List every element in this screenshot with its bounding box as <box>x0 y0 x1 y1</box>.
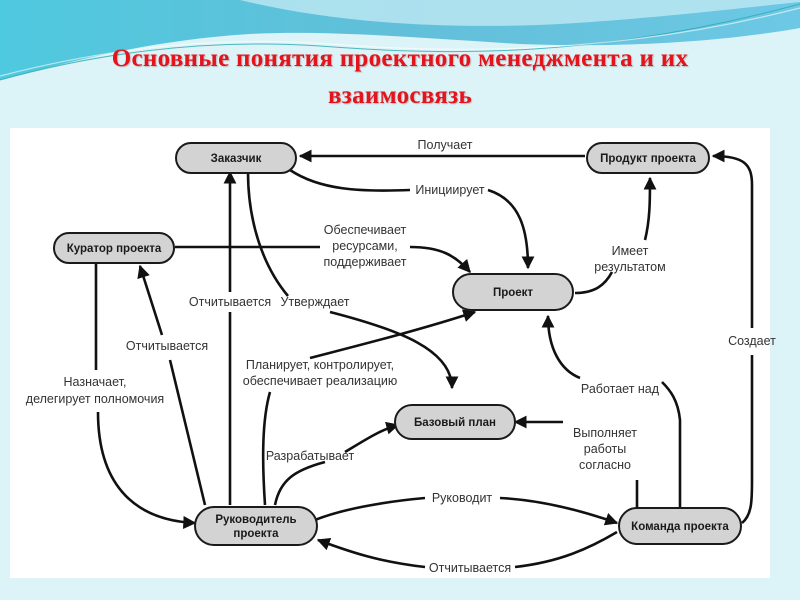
edge-plans-controls <box>261 312 475 506</box>
node-label: Продукт проекта <box>600 153 696 165</box>
edge-label-assigns-1: Назначает, <box>64 375 127 389</box>
edge-label-provides-2: ресурсами, <box>332 239 397 253</box>
edge-label-plans-1: Планирует, контролирует, <box>246 358 394 372</box>
node-label: Проект <box>493 287 533 299</box>
edge-manager-reports-sponsor <box>140 266 207 506</box>
edge-initiates <box>289 168 528 268</box>
edge-label-manager-reports-customer: Отчитывается <box>189 295 271 309</box>
edge-label-has-result-2: результатом <box>594 260 665 274</box>
header-wave-line <box>0 7 800 77</box>
edge-provides-resources <box>175 245 470 272</box>
edge-label-creates: Создает <box>728 334 776 348</box>
node-label: Команда проекта <box>631 521 729 533</box>
edge-label-initiates: Инициирует <box>415 183 484 197</box>
slide-title-line-2: взаимосвязь <box>327 82 472 109</box>
edge-label-provides-1: Обеспечивает <box>324 223 407 237</box>
edge-team-reports-manager <box>318 532 618 569</box>
edge-label-manager-reports-sponsor: Отчитывается <box>126 339 208 353</box>
edge-executes-per <box>515 422 639 510</box>
edge-assigns <box>94 262 195 523</box>
node-project[interactable]: Проект <box>452 273 574 311</box>
edge-label-provides-3: поддерживает <box>324 255 407 269</box>
edge-label-receives: Получает <box>418 138 473 152</box>
node-team[interactable]: Команда проекта <box>618 507 742 545</box>
edge-label-has-result-1: Имеет <box>612 244 649 258</box>
edge-label-leads: Руководит <box>432 491 493 505</box>
edge-label-team-reports-manager: Отчитывается <box>429 561 511 575</box>
node-label: Куратор проекта <box>67 243 162 255</box>
edge-label-executes-1: Выполняет <box>573 426 637 440</box>
slide-title: Основные понятия проектного менеджмента … <box>0 40 800 114</box>
node-sponsor[interactable]: Куратор проекта <box>53 232 175 264</box>
slide-title-line-1: Основные понятия проектного менеджмента … <box>111 45 689 72</box>
edge-has-result <box>574 178 650 295</box>
edge-label-executes-3: согласно <box>579 458 631 472</box>
node-customer[interactable]: Заказчик <box>175 142 297 174</box>
node-label-line-1: Руководитель <box>215 514 296 526</box>
header-wave-light <box>240 0 800 26</box>
header-wave-line <box>0 3 800 81</box>
node-label: Заказчик <box>211 153 262 165</box>
edge-label-assigns-2: делегирует полномочия <box>26 392 164 406</box>
node-baseline[interactable]: Базовый план <box>394 404 516 440</box>
edge-approves <box>246 171 452 388</box>
node-label: Базовый план <box>414 417 496 429</box>
node-product[interactable]: Продукт проекта <box>586 142 710 174</box>
edge-leads <box>314 496 617 523</box>
edge-label-develops: Разрабатывает <box>266 449 355 463</box>
node-label-line-2: проекта <box>233 528 279 540</box>
edge-label-plans-2: обеспечивает реализацию <box>243 374 398 388</box>
edge-label-executes-2: работы <box>584 442 626 456</box>
edge-creates <box>713 156 754 525</box>
edge-label-approves: Утверждает <box>281 295 350 309</box>
node-manager[interactable]: Руководитель проекта <box>194 506 318 546</box>
edge-label-works-on: Работает над <box>581 382 660 396</box>
edge-works-on <box>548 316 682 510</box>
edge-develops <box>273 425 398 506</box>
